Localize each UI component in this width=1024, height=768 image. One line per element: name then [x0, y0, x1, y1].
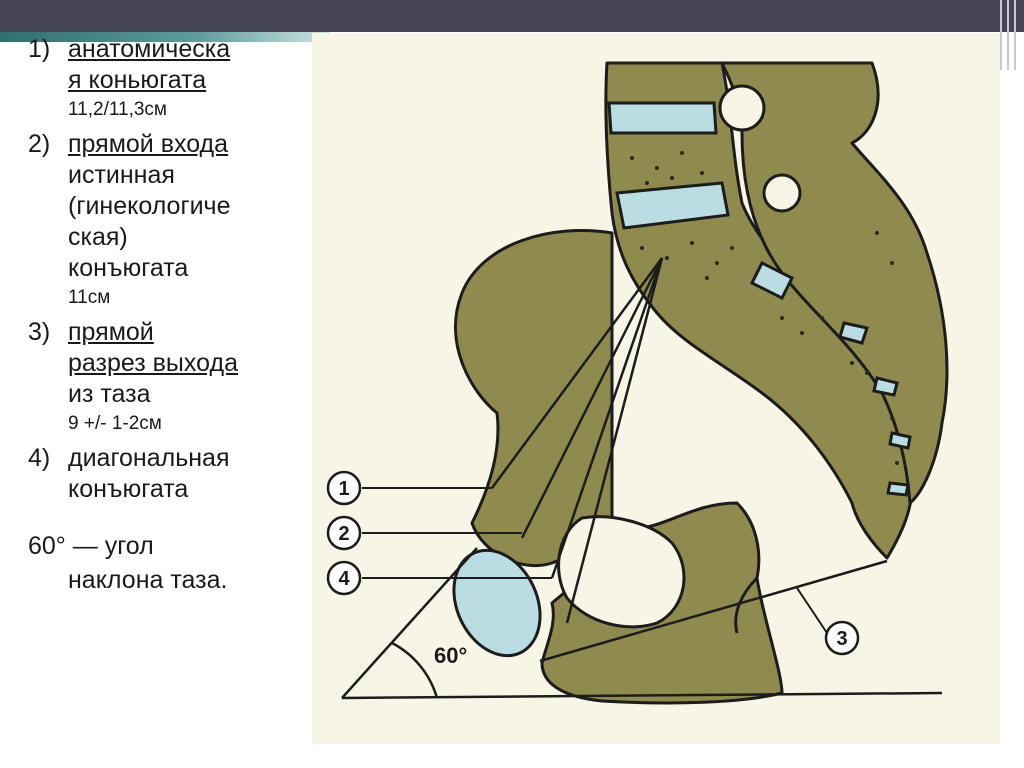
accent-stripe — [0, 32, 330, 42]
item-title: прямой — [68, 318, 154, 346]
item-text: (гинекологиче — [68, 192, 231, 220]
bone-texture — [630, 151, 899, 465]
item-title: прямой входа — [68, 130, 229, 158]
triangle-base — [341, 691, 943, 700]
vertebral-foramen — [718, 84, 766, 132]
angle-label: 60° — [434, 643, 467, 668]
item-text: конъюгата — [68, 254, 189, 282]
obturator-foramen — [557, 515, 686, 629]
item-value: 11см — [68, 287, 111, 308]
notes-list: 1) анатомическа я коньюгата 11,2/11,3см … — [24, 34, 294, 597]
leader-line — [796, 587, 828, 634]
conjugate-line-2 — [520, 257, 664, 539]
intervertebral-disc — [615, 181, 730, 230]
intervertebral-disc — [749, 260, 795, 301]
label-1: 1 — [326, 470, 362, 506]
label-2-text: 2 — [338, 523, 349, 545]
angle-arc — [391, 641, 439, 699]
conjugate-lines — [341, 257, 943, 700]
label-3: 3 — [824, 620, 860, 656]
list-number: 1) — [28, 35, 51, 63]
item-text: диагональная — [68, 444, 230, 472]
corner-decoration — [998, 0, 1020, 70]
angle-note-line: 60° — угол — [28, 532, 154, 560]
outlet-line — [539, 559, 888, 663]
list-number: 2) — [28, 130, 51, 158]
title-bar — [0, 0, 1024, 32]
label-4: 4 — [326, 560, 362, 596]
item-text: истинная — [68, 161, 175, 189]
conjugate-line-diag — [565, 257, 664, 624]
list-item-true-conjugate: 2) прямой входа истинная (гинекологиче с… — [24, 129, 294, 311]
label-3-text: 3 — [836, 628, 847, 650]
item-title: анатомическа — [68, 35, 231, 63]
item-text: конъюгата — [68, 475, 189, 503]
pelvic-angle-note: 60° — угол наклона таза. — [24, 529, 294, 597]
vertebral-foramen — [762, 173, 802, 213]
item-value: 9 +/- 1-2см — [68, 413, 162, 434]
label-4-text: 4 — [338, 568, 350, 590]
list-item-outlet-conjugate: 3) прямой разрез выхода из таза 9 +/- 1-… — [24, 317, 294, 437]
list-number: 4) — [28, 444, 51, 472]
conjugate-line-1 — [490, 257, 664, 489]
label-1-text: 1 — [338, 478, 349, 500]
list-item-anatomical-conjugate: 1) анатомическа я коньюгата 11,2/11,3см — [24, 34, 294, 123]
list-number: 3) — [28, 318, 51, 346]
pelvis-diagram: 1 2 4 3 60° — [312, 33, 1000, 744]
intervertebral-disc — [872, 376, 899, 397]
list-item-diagonal-conjugate: 4) диагональная конъюгата — [24, 443, 294, 505]
item-text: из таза — [68, 380, 151, 408]
triangle-side — [341, 547, 478, 699]
conjugate-line-4 — [550, 257, 664, 579]
intervertebral-disc — [607, 101, 718, 135]
intervertebral-disc — [838, 321, 869, 345]
item-value: 11,2/11,3см — [68, 99, 167, 120]
label-2: 2 — [326, 515, 362, 551]
angle-note-line: наклона таза. — [68, 566, 228, 594]
pelvis-diagram-svg: 1 2 4 3 60° — [326, 61, 949, 705]
intervertebral-disc — [886, 481, 910, 497]
intervertebral-disc — [888, 431, 912, 450]
item-title: я коньюгата — [68, 66, 207, 94]
item-title: разрез выхода — [68, 349, 238, 377]
ilium-bone — [453, 229, 784, 705]
item-text: ская) — [68, 223, 128, 251]
